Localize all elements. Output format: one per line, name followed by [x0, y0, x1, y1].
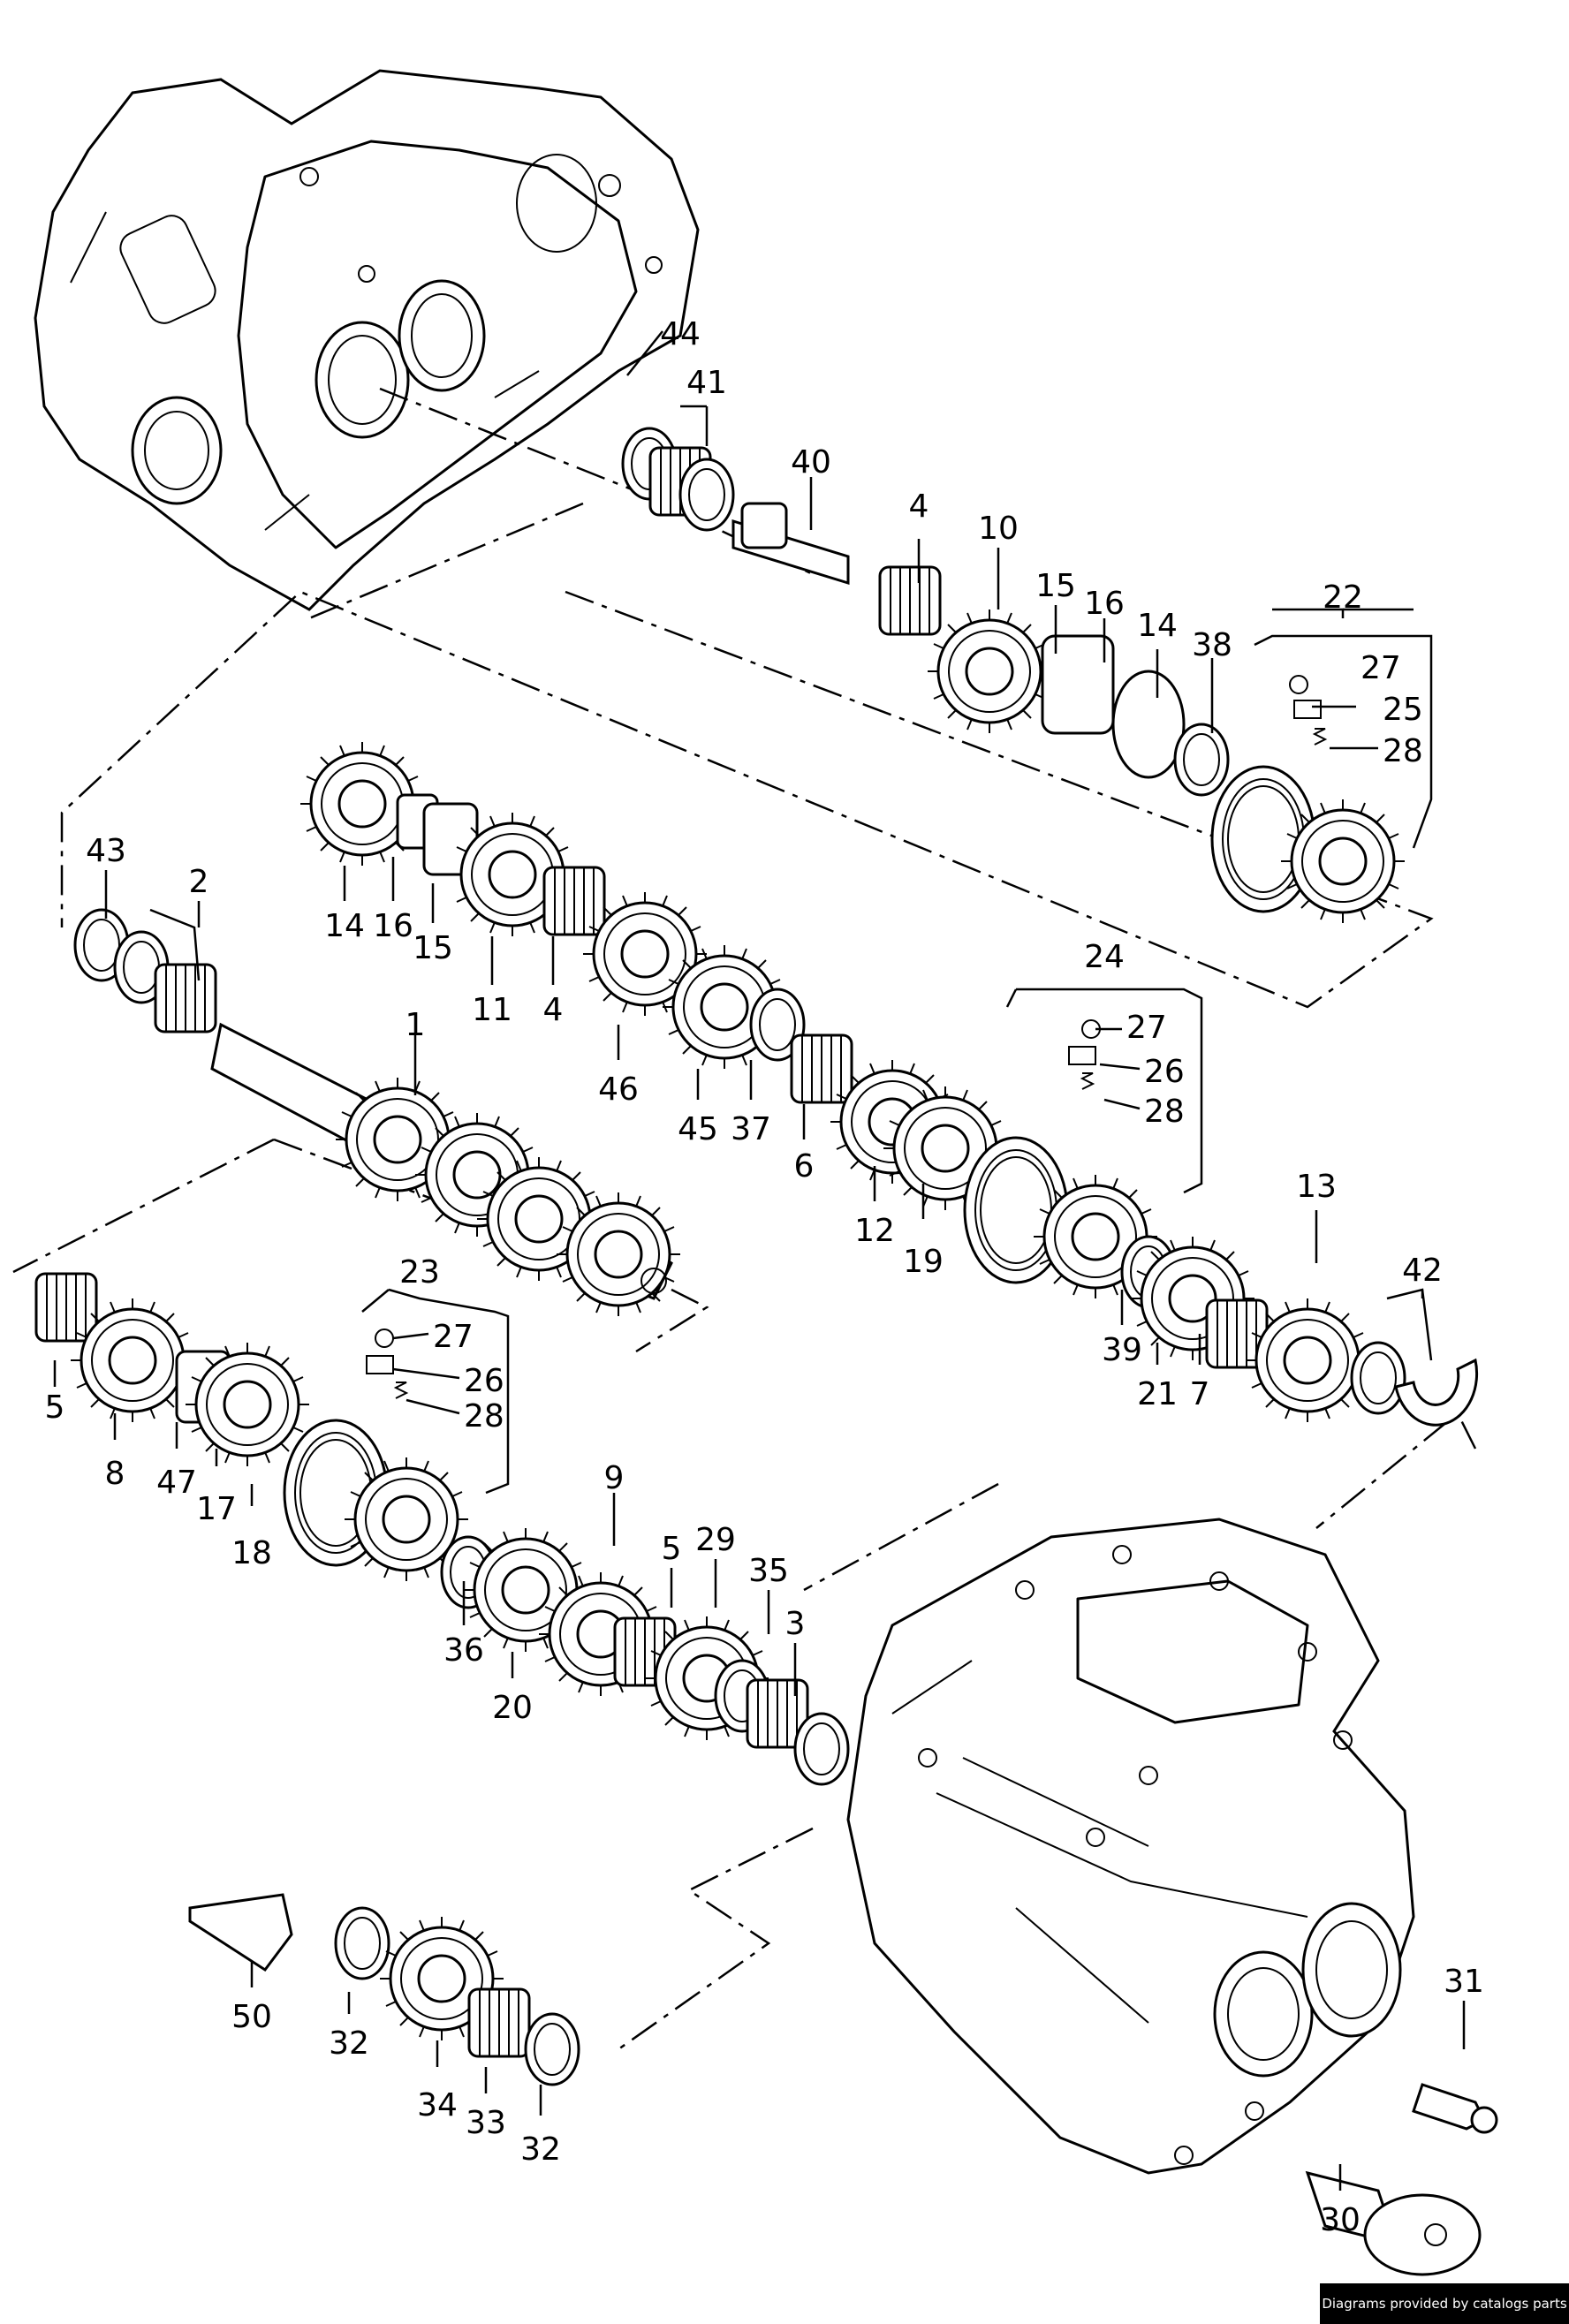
callout-20: 20: [492, 1690, 533, 1726]
flange-assembly: [1305, 2083, 1498, 2276]
callout-18: 18: [231, 1535, 272, 1571]
callout-6: 6: [794, 1148, 815, 1185]
callout-40: 40: [791, 444, 831, 481]
callout-28-top: 28: [1383, 733, 1423, 769]
callout-4-top: 4: [909, 488, 929, 525]
callout-8: 8: [105, 1456, 125, 1492]
callout-22: 22: [1323, 579, 1363, 616]
callout-30: 30: [1320, 2202, 1361, 2238]
callout-36: 36: [443, 1632, 484, 1669]
callout-16-top: 16: [1084, 586, 1125, 622]
callout-7: 7: [1190, 1376, 1210, 1412]
callout-43: 43: [86, 833, 126, 869]
callout-17: 17: [196, 1491, 237, 1527]
callout-45: 45: [678, 1111, 718, 1147]
callout-32-right: 32: [520, 2131, 561, 2168]
callout-16-mid: 16: [373, 908, 413, 944]
main-shaft: [73, 908, 682, 1318]
callout-38: 38: [1192, 627, 1232, 663]
callout-2: 2: [189, 864, 209, 900]
callout-10: 10: [978, 511, 1019, 547]
callout-29: 29: [695, 1522, 736, 1558]
callout-27-top: 27: [1361, 650, 1401, 686]
callout-31: 31: [1444, 1964, 1484, 2000]
callout-41: 41: [686, 365, 727, 401]
transmission-case: [846, 1518, 1415, 2175]
callout-47: 47: [156, 1465, 197, 1501]
callout-42: 42: [1402, 1253, 1443, 1289]
callout-25: 25: [1383, 692, 1423, 728]
callout-13: 13: [1296, 1169, 1337, 1205]
callout-19: 19: [903, 1244, 944, 1280]
callout-39: 39: [1102, 1332, 1142, 1368]
callout-12: 12: [854, 1213, 895, 1249]
callout-1: 1: [406, 1007, 426, 1043]
callout-5-left: 5: [45, 1389, 65, 1426]
clutch-housing: [34, 69, 700, 611]
lower-gear-stack: [34, 1272, 850, 1786]
callout-5-low: 5: [662, 1531, 682, 1567]
callout-28-mid: 28: [1144, 1094, 1185, 1130]
credit-banner: Diagrams provided by catalogs parts: [1320, 2283, 1569, 2324]
callout-46: 46: [598, 1071, 639, 1108]
callout-35: 35: [748, 1553, 789, 1589]
callout-15-mid: 15: [413, 930, 453, 966]
callout-23: 23: [399, 1254, 440, 1291]
callout-28-low: 28: [464, 1398, 504, 1435]
callout-27-low: 27: [433, 1319, 474, 1355]
callout-21: 21: [1137, 1376, 1178, 1412]
upper-gear-stack: [621, 427, 1406, 925]
callout-37: 37: [731, 1111, 771, 1147]
callout-14-top: 14: [1137, 608, 1178, 644]
callout-15-top: 15: [1035, 568, 1076, 604]
callout-44: 44: [660, 316, 701, 352]
callout-4-mid: 4: [543, 992, 564, 1028]
callout-24: 24: [1084, 939, 1125, 975]
callout-50: 50: [231, 1999, 272, 2035]
callout-14-mid: 14: [324, 908, 365, 944]
callout-3: 3: [785, 1606, 806, 1642]
middle-gear-stack: [299, 740, 1479, 1427]
callout-32-left: 32: [329, 2025, 369, 2062]
callouts: 44 41 40 4 10 15 16 14 38 22 27 25 28 43…: [45, 316, 1484, 2238]
callout-9: 9: [604, 1460, 625, 1496]
callout-11: 11: [472, 992, 512, 1028]
callout-34: 34: [417, 2087, 458, 2123]
reverse-gear-group: [188, 1893, 580, 2086]
callout-26-low: 26: [464, 1363, 504, 1399]
callout-27-mid: 27: [1126, 1010, 1167, 1046]
callout-33: 33: [466, 2105, 506, 2141]
callout-26-mid: 26: [1144, 1054, 1185, 1090]
